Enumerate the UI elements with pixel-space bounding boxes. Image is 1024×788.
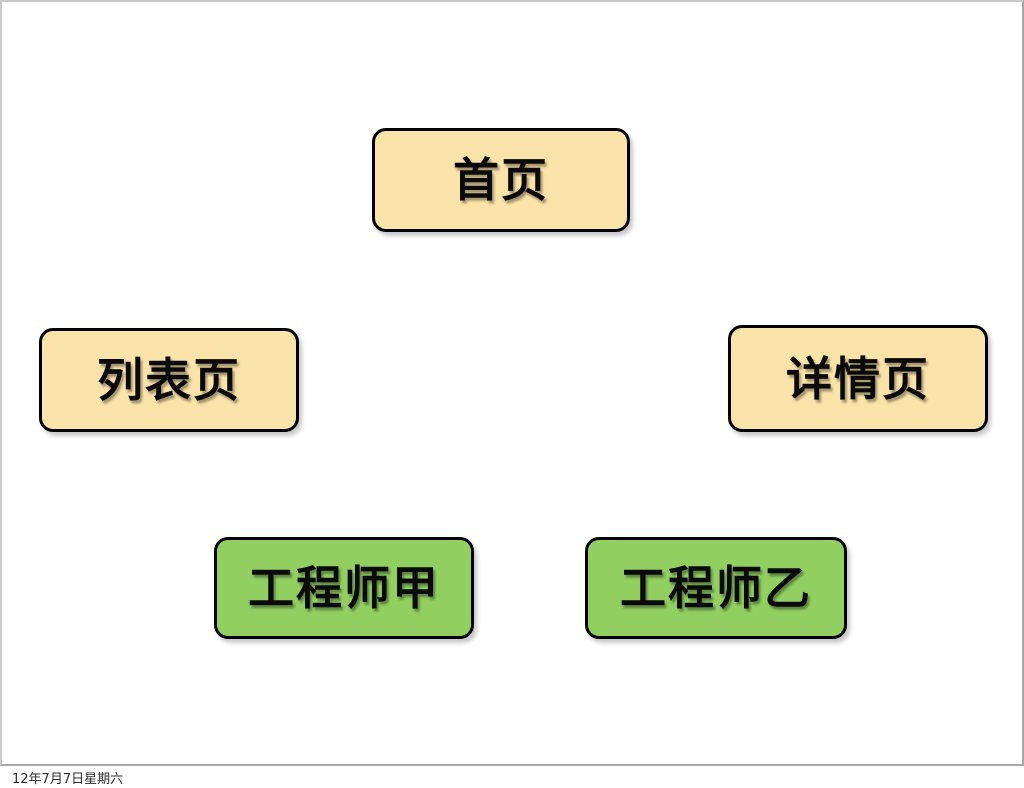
node-engineer-b[interactable]: 工程师乙 [585,537,847,639]
footer-bar [0,766,1024,788]
slide-canvas: 首页 列表页 详情页 工程师甲 工程师乙 [0,0,1024,766]
node-home[interactable]: 首页 [372,128,630,232]
node-engineer-a-label: 工程师甲 [248,561,440,615]
node-list-page[interactable]: 列表页 [39,328,299,432]
node-home-label: 首页 [453,153,549,207]
node-engineer-a[interactable]: 工程师甲 [214,537,474,639]
node-detail-page[interactable]: 详情页 [728,325,988,432]
node-engineer-b-label: 工程师乙 [620,561,812,615]
node-list-page-label: 列表页 [97,353,241,407]
footer-date: 12年7月7日星期六 [12,772,124,787]
node-detail-page-label: 详情页 [786,351,930,406]
